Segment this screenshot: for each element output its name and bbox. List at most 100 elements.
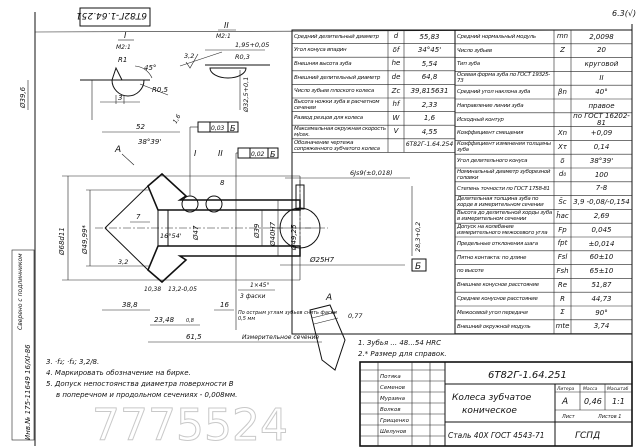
param-row [292,84,455,99]
dim-d39: Ø39 [253,223,261,239]
param-row [292,30,455,44]
roughness-0-8: 0,8 [186,318,194,324]
keyway-depth: 28,3+0,2 [414,222,422,252]
watermark: 7775524 [92,400,288,448]
title-block: 6Т82Г-1.64.251 Колеса зубчатое коническо… [359,361,633,447]
dim-7: 7 [136,213,141,221]
margin-inventory: Инв.№ 175-11649 16/ХI-86 [24,344,32,440]
view-a-marker: А [114,145,121,155]
note-2: 2.* Размер для справок. [358,350,447,358]
param-row [455,195,632,210]
view-A-dim: 0,77 [348,312,363,320]
signer-name: Шелунов [380,429,406,435]
keyway-bore: Ø25H7 [309,256,335,264]
param-row [455,278,632,293]
ref-II: II [218,149,223,158]
runout-tolerance-2: 0,02 Б [235,147,279,330]
runout-tolerance-1: 0,03 Б [189,121,239,196]
detail-II-diameter: Ø32,5+0,1 [242,77,250,113]
mass-value: 0,46 [584,397,602,406]
param-row [455,57,632,72]
dim-d4999: Ø49,99* [81,224,89,255]
param-row [292,98,455,112]
dim-8: 8 [220,179,225,187]
margin-block: Сверено с подлинником Инв.№ 175-11649 16… [11,249,35,441]
detail-I-r1: R1 [118,56,127,64]
detail-II-marker [205,195,223,213]
note-3: 3. ·f₂; ·f₃; 3,2/8. [46,358,99,366]
dim-61-5: 61,5 [186,333,202,341]
ref-I: I [194,149,197,158]
runout-1-value: 0,03 [211,125,225,132]
keyway-view: 6Js9(±0,018) 28,3+0,2 Ø25H7 Б [275,169,427,272]
param-row [292,43,455,58]
signer-name: Семенов [380,385,405,391]
note-5: 5. Допуск непостоянства диаметра поверхн… [46,380,234,388]
chamfer-count: 3 фаски [240,293,265,300]
param-row [292,138,455,153]
organization: ГСПД [575,431,600,441]
param-row [455,140,632,155]
param-row [292,57,455,72]
title-name: Колеса зубчатое [452,393,532,403]
detail-II-scale: М2:1 [216,33,231,40]
dim-d4925: Ø49,25 [290,224,298,251]
detail-I-scale: М2:1 [116,44,131,51]
scale-value: 1:1 [612,397,625,406]
view-A-label: А [325,293,332,303]
dim-10-38: 10,38 [144,286,161,293]
detail-II-r03: R0,3 [235,53,250,61]
signer-name: Грищенко [380,418,410,424]
cone-angle: 38°39' [138,138,161,146]
mass-header: Масса [583,386,598,392]
gear-parameters-table [291,29,633,335]
detail-II: II М2:1 1,95+0,05 R0,3 3,2 Ø32,5+0,1 [179,21,270,113]
notes: 1. Зубья ... 48...54 HRC 2.* Размер для … [46,339,447,399]
dim-d40: Ø40H7 [269,221,277,247]
param-row [455,43,632,58]
runout-2-base: Б [270,150,276,159]
param-row [455,154,632,169]
detail-I-r05: R0,5 [152,86,169,94]
note-5-cont: в поперечном и продольном сечениях - 0,0… [56,391,237,399]
detail-I-diameter: Ø39,6 [19,86,27,109]
keyway-width: 6Js9(±0,018) [350,169,393,177]
param-row [455,126,632,141]
param-row [455,250,632,265]
note-4: 4. Маркировать обозначение на бирке. [46,369,191,377]
runout-1-base: Б [230,124,236,133]
view-A: А 0,77 [309,293,363,371]
scale-header: Масштаб [607,386,629,392]
dim-16: 16 [220,301,229,309]
roughness-1-6: 1,6 [172,113,183,125]
dim-d68: Ø68d11 [58,227,66,256]
param-row [292,125,455,140]
lit-header: Литера [556,386,575,392]
param-row [455,223,632,238]
roughness-mark: 6.3(√) [612,9,636,18]
note-1: 1. Зубья ... 48...54 HRC [358,339,441,347]
rotated-drawing-number: 6Т82Г-1.64.251 [76,10,147,20]
param-row [455,85,632,100]
param-row [455,319,632,334]
runout-2-value: 0,02 [251,151,265,158]
param-row [455,292,632,307]
angle-16-54: 16°54' [160,232,182,240]
rotated-number-box: 6Т82Г-1.64.251 [76,7,151,27]
param-row [455,168,632,183]
title-number: 6Т82Г-1.64.251 [488,370,567,381]
param-row [292,111,455,126]
param-row [455,237,632,252]
detail-I-dim3: 3 [118,94,122,102]
signer-name: Потяка [380,374,401,380]
param-row [455,306,632,321]
dim-13-2: 13,2-0,05 [168,286,197,293]
lit-value: А [561,397,568,407]
param-row [455,112,632,127]
keyway-base: Б [415,262,421,272]
param-row [455,264,632,279]
param-row [455,99,632,114]
param-row [455,181,632,196]
dim-23-48: 23,48 [154,316,175,324]
